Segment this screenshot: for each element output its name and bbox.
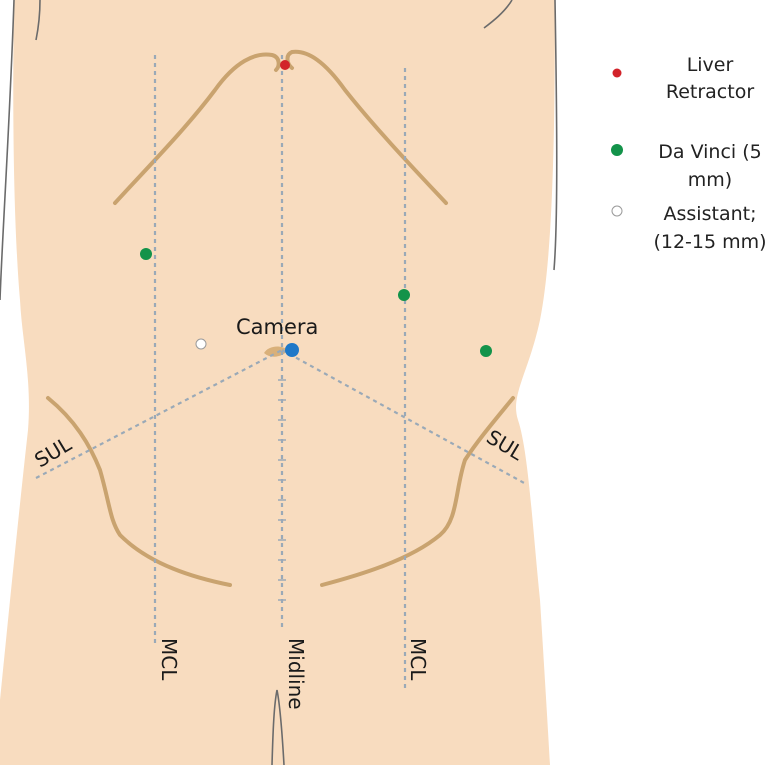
legend-label-line2: Retractor: [666, 81, 754, 103]
da-vinci-port-right-upper: [398, 289, 410, 301]
camera-label: Camera: [236, 315, 318, 339]
midline-label: Midline: [284, 638, 308, 710]
legend-label-line1: Assistant;: [664, 203, 757, 225]
left-arm-outline: [0, 0, 14, 300]
torso-silhouette: [0, 0, 555, 765]
white-port-dot-icon: [612, 206, 622, 216]
green-port-dot-icon: [611, 144, 623, 156]
legend-label-line1: Da Vinci (5: [658, 141, 761, 163]
legend-label-line1: Liver: [687, 54, 734, 76]
red-port-dot-icon: [613, 69, 622, 78]
legend-label-line2: mm): [688, 169, 732, 191]
liver-retractor-port: [280, 60, 290, 70]
assistant-port: [196, 339, 206, 349]
mcl-right-label: MCL: [406, 638, 430, 681]
legend-label-line2: (12-15 mm): [653, 231, 766, 253]
da-vinci-port-right-lower: [480, 345, 492, 357]
legend-item-da-vinci: Da Vinci (5 mm): [611, 141, 762, 191]
da-vinci-port-left: [140, 248, 152, 260]
legend: Liver Retractor Da Vinci (5 mm) Assistan…: [611, 54, 767, 253]
legend-item-liver-retractor: Liver Retractor: [613, 54, 755, 103]
mcl-left-label: MCL: [157, 638, 181, 681]
legend-item-assistant: Assistant; (12-15 mm): [612, 203, 767, 253]
camera-port: [285, 343, 299, 357]
